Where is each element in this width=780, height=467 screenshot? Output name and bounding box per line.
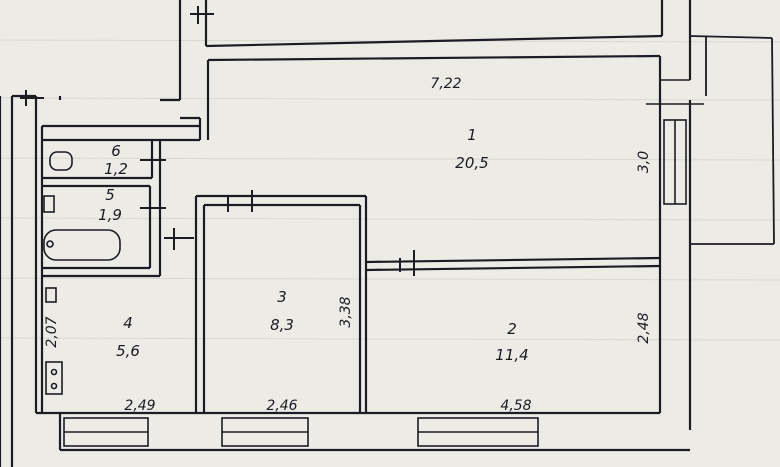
- room-2-label: 2 11,4: [495, 320, 528, 364]
- dim-room1-depth: 3,0: [636, 151, 652, 173]
- stove-icon: [45, 361, 63, 395]
- dim-room3-depth: 3,38: [338, 296, 354, 327]
- room-6-label: 6 1,2: [104, 142, 128, 178]
- room-5-label: 5 1,9: [98, 186, 122, 224]
- dim-bottom-right: 4,58: [500, 398, 531, 414]
- door-marks: [20, 6, 415, 276]
- kitchen-sink-icon: [45, 287, 57, 303]
- walls: [0, 0, 692, 467]
- room-4-label: 4 5,6: [116, 314, 140, 360]
- fixtures: [43, 151, 121, 395]
- svg-text:11,4: 11,4: [495, 346, 528, 364]
- svg-text:1,2: 1,2: [104, 160, 128, 178]
- svg-text:4: 4: [123, 314, 133, 332]
- svg-text:1: 1: [467, 126, 477, 144]
- dim-room2-depth: 2,48: [636, 312, 652, 343]
- toilet-icon: [49, 151, 73, 171]
- room-1-label: 1 20,5: [455, 126, 488, 172]
- dim-room1-width: 7,22: [430, 76, 461, 92]
- svg-text:5,6: 5,6: [116, 342, 140, 360]
- balcony: [689, 35, 775, 245]
- svg-text:5: 5: [105, 186, 115, 204]
- svg-text:2: 2: [507, 320, 517, 338]
- sink-icon: [43, 195, 55, 213]
- paper-rules: [0, 39, 780, 341]
- windows: [63, 79, 704, 447]
- dim-room4-depth: 2,07: [44, 316, 60, 347]
- svg-text:20,5: 20,5: [455, 154, 488, 172]
- dim-bottom-left: 2,49: [124, 398, 155, 414]
- svg-text:8,3: 8,3: [270, 316, 294, 334]
- bathtub-icon: [43, 229, 121, 261]
- svg-text:3: 3: [277, 288, 287, 306]
- svg-text:1,9: 1,9: [98, 206, 122, 224]
- room-3-label: 3 8,3: [270, 288, 294, 334]
- svg-text:6: 6: [111, 142, 121, 160]
- dim-bottom-middle: 2,46: [266, 398, 297, 414]
